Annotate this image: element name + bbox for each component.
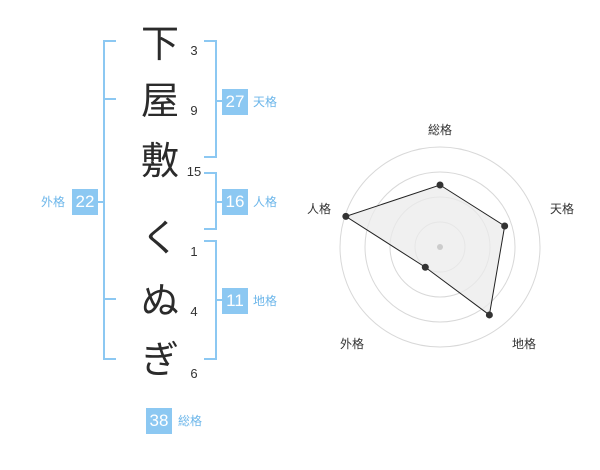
radar-point-4 (421, 263, 429, 271)
name-char-3: 敷 (140, 139, 179, 183)
tenkaku-value-badge: 27 (222, 89, 248, 115)
tenkaku-label: 天格 (253, 95, 278, 109)
stroke-count-2: 9 (190, 103, 198, 118)
radar-axis-label-jinkaku: 人格 (306, 202, 331, 216)
chikaku-value-badge: 11 (222, 288, 248, 314)
stroke-count-1: 3 (190, 43, 198, 58)
radar-axis-label-chikaku: 地格 (511, 337, 536, 351)
radar-point-1 (436, 181, 444, 189)
gaikaku-value-badge: 22 (72, 189, 98, 215)
stroke-count-6: 6 (190, 366, 198, 381)
soukaku-value-badge: 38 (146, 408, 172, 434)
chikaku-label: 地格 (253, 294, 278, 308)
soukaku-label: 総格 (178, 414, 203, 428)
radar-center-dot (437, 244, 443, 250)
jinkaku-label: 人格 (253, 195, 278, 209)
stroke-count-3: 15 (186, 164, 202, 179)
jinkaku-value-badge: 16 (222, 189, 248, 215)
radar-series-area (344, 184, 506, 316)
stroke-count-4: 1 (190, 244, 198, 259)
radar-ring (364, 171, 516, 323)
radar-ring (339, 146, 541, 348)
name-char-2: 屋 (140, 79, 179, 123)
radar-point-2 (501, 222, 509, 230)
name-char-4: く (140, 216, 179, 260)
radar-point-3 (485, 311, 493, 319)
radar-axis-label-gaikaku: 外格 (339, 337, 364, 351)
radar-axis-label-soukaku: 総格 (427, 123, 452, 137)
radar-axis-label-tenkaku: 天格 (549, 202, 574, 216)
gaikaku-label: 外格 (41, 195, 66, 209)
radar-point-5 (342, 212, 350, 220)
name-char-6: ぎ (140, 338, 179, 382)
stroke-count-5: 4 (190, 304, 198, 319)
name-char-5: ぬ (140, 279, 179, 323)
name-char-1: 下 (140, 22, 179, 66)
